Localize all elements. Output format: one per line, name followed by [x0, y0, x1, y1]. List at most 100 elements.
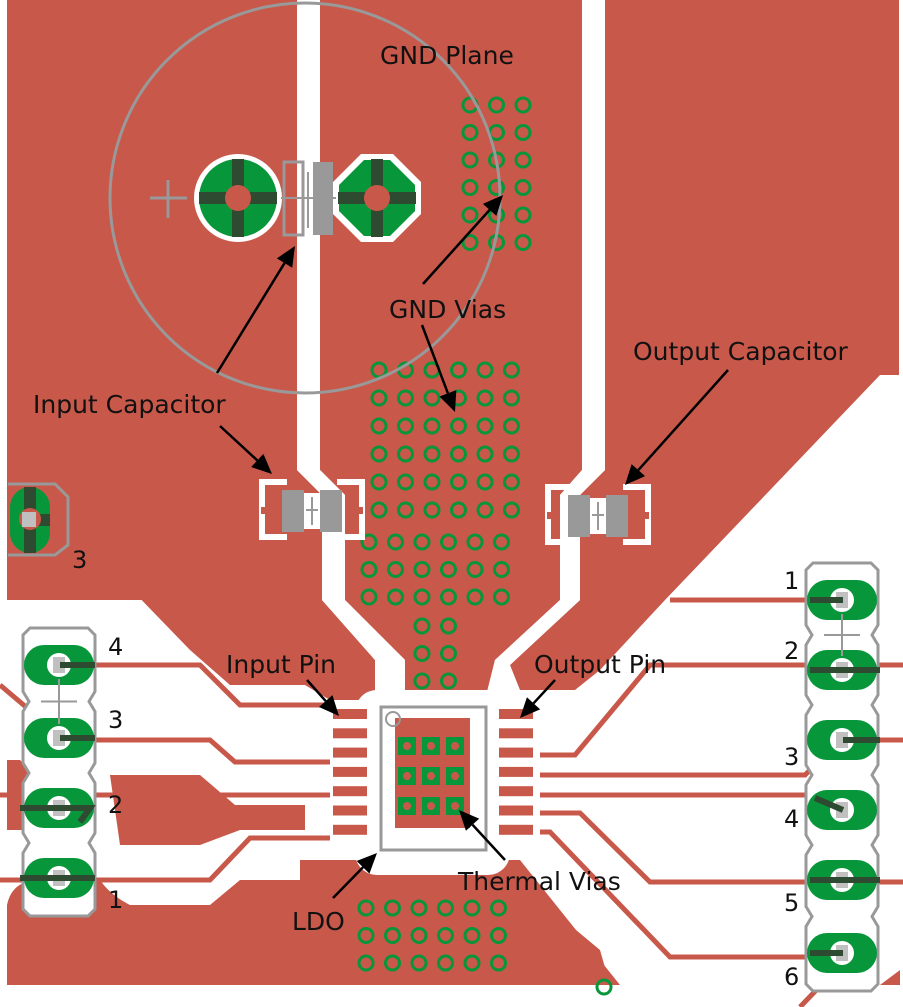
left-header-pin-number: 2 — [108, 791, 123, 819]
gnd-via — [357, 927, 375, 944]
gnd-via — [450, 473, 467, 491]
gnd-via — [370, 417, 388, 435]
gnd-copper-pour — [320, 0, 582, 700]
gnd-via — [476, 501, 494, 519]
gnd-via — [440, 645, 457, 662]
gnd-via — [360, 533, 378, 551]
ldo-left-pin — [333, 805, 367, 816]
gnd-via — [490, 899, 507, 917]
left-edge-pin-number: 3 — [72, 546, 87, 574]
capacitor-pad — [320, 490, 342, 532]
gnd-plane-via — [514, 96, 532, 114]
thermal-via-hole — [403, 742, 411, 750]
courtyard-gap — [547, 512, 649, 519]
input-capacitor-arrow-smd — [219, 425, 272, 474]
ldo-right-pin — [499, 805, 533, 816]
ldo-left-pin — [333, 728, 367, 739]
capacitor-pad — [606, 495, 628, 537]
gnd-via — [397, 445, 414, 463]
gnd-plane-via — [514, 151, 532, 169]
output-capacitor-arrow — [625, 369, 729, 485]
arrowhead — [251, 453, 272, 474]
capacitor-mark — [592, 502, 604, 530]
gnd-via — [503, 445, 520, 463]
ldo-right-pin — [499, 786, 533, 797]
ldo-right-pin — [499, 766, 533, 777]
thermal-via-hole — [403, 772, 411, 780]
arrow-line — [306, 679, 327, 702]
gnd-via — [423, 389, 441, 407]
gnd-via — [463, 899, 481, 917]
gnd-via — [387, 533, 404, 551]
corner-fragment — [880, 970, 900, 985]
capacitor-pad — [282, 490, 304, 532]
pin1-marker — [824, 614, 860, 656]
arrow-layer — [215, 195, 729, 899]
arrowhead — [439, 390, 457, 412]
gnd-via — [463, 927, 481, 944]
gnd-via — [413, 672, 431, 690]
arrow-line — [532, 679, 556, 705]
gnd-via — [476, 473, 494, 491]
gnd-via — [463, 954, 481, 972]
arrowhead — [276, 246, 295, 268]
arrow-line — [637, 369, 729, 471]
gnd-via — [413, 645, 431, 662]
gnd-plane-via — [461, 234, 479, 251]
ldo-left-pin — [333, 766, 367, 777]
input-pin-label: Input Pin — [226, 650, 336, 679]
gnd-via — [360, 561, 378, 578]
left-pin-header — [21, 626, 97, 918]
gnd-plane-arrow — [422, 195, 503, 285]
left-header-pin-number: 1 — [108, 886, 123, 914]
gnd-via — [440, 588, 457, 606]
gnd-plane-via — [514, 179, 532, 196]
gnd-plane-via — [461, 151, 479, 169]
input-capacitor-label: Input Capacitor — [33, 390, 226, 419]
pin2-copper — [110, 775, 305, 845]
capacitor-pad — [568, 495, 590, 537]
gnd-via — [397, 417, 414, 435]
gnd-plane-via — [514, 124, 532, 141]
gnd-via — [503, 501, 520, 519]
gnd-via — [440, 533, 457, 551]
arrow-line — [471, 823, 506, 861]
arrowhead — [625, 464, 646, 485]
gnd-via — [490, 954, 507, 972]
left-header-pin-number: 4 — [108, 633, 123, 661]
signal-trace — [65, 662, 330, 708]
thermal-via-hole — [427, 802, 435, 810]
ldo-right-pin — [499, 824, 533, 835]
input-capacitor-arrow-bulk — [215, 246, 295, 374]
gnd-via — [440, 617, 457, 635]
right-header-pin-number: 3 — [784, 743, 799, 771]
arrowhead — [520, 697, 541, 718]
gnd-via — [410, 899, 428, 917]
gnd-via — [450, 361, 467, 379]
capacitor-mark — [306, 497, 318, 525]
gnd-via — [595, 978, 613, 996]
gnd-plane-via — [461, 124, 479, 141]
output-capacitor — [545, 484, 651, 545]
thermal-via-hole — [427, 772, 435, 780]
gnd-via — [397, 473, 414, 491]
gnd-via — [503, 417, 520, 435]
gnd-via — [357, 954, 375, 972]
ldo-left-pin — [333, 747, 367, 758]
gnd-via — [413, 617, 431, 635]
gnd-plane-via — [461, 206, 479, 224]
left-header-pin-number: 3 — [108, 706, 123, 734]
gnd-via — [357, 899, 375, 917]
gnd-via — [493, 588, 510, 606]
pad-connection — [813, 795, 845, 813]
arrow-line — [420, 324, 450, 394]
ldo-arrow — [332, 853, 377, 899]
right-header-pin-number: 4 — [784, 805, 799, 833]
ldo-right-pin — [499, 747, 533, 758]
via-layer — [357, 96, 613, 996]
gnd-via — [384, 899, 401, 917]
gnd-vias-label: GND Vias — [389, 295, 506, 324]
pin1-marker — [41, 679, 77, 724]
gnd-via — [466, 561, 484, 578]
